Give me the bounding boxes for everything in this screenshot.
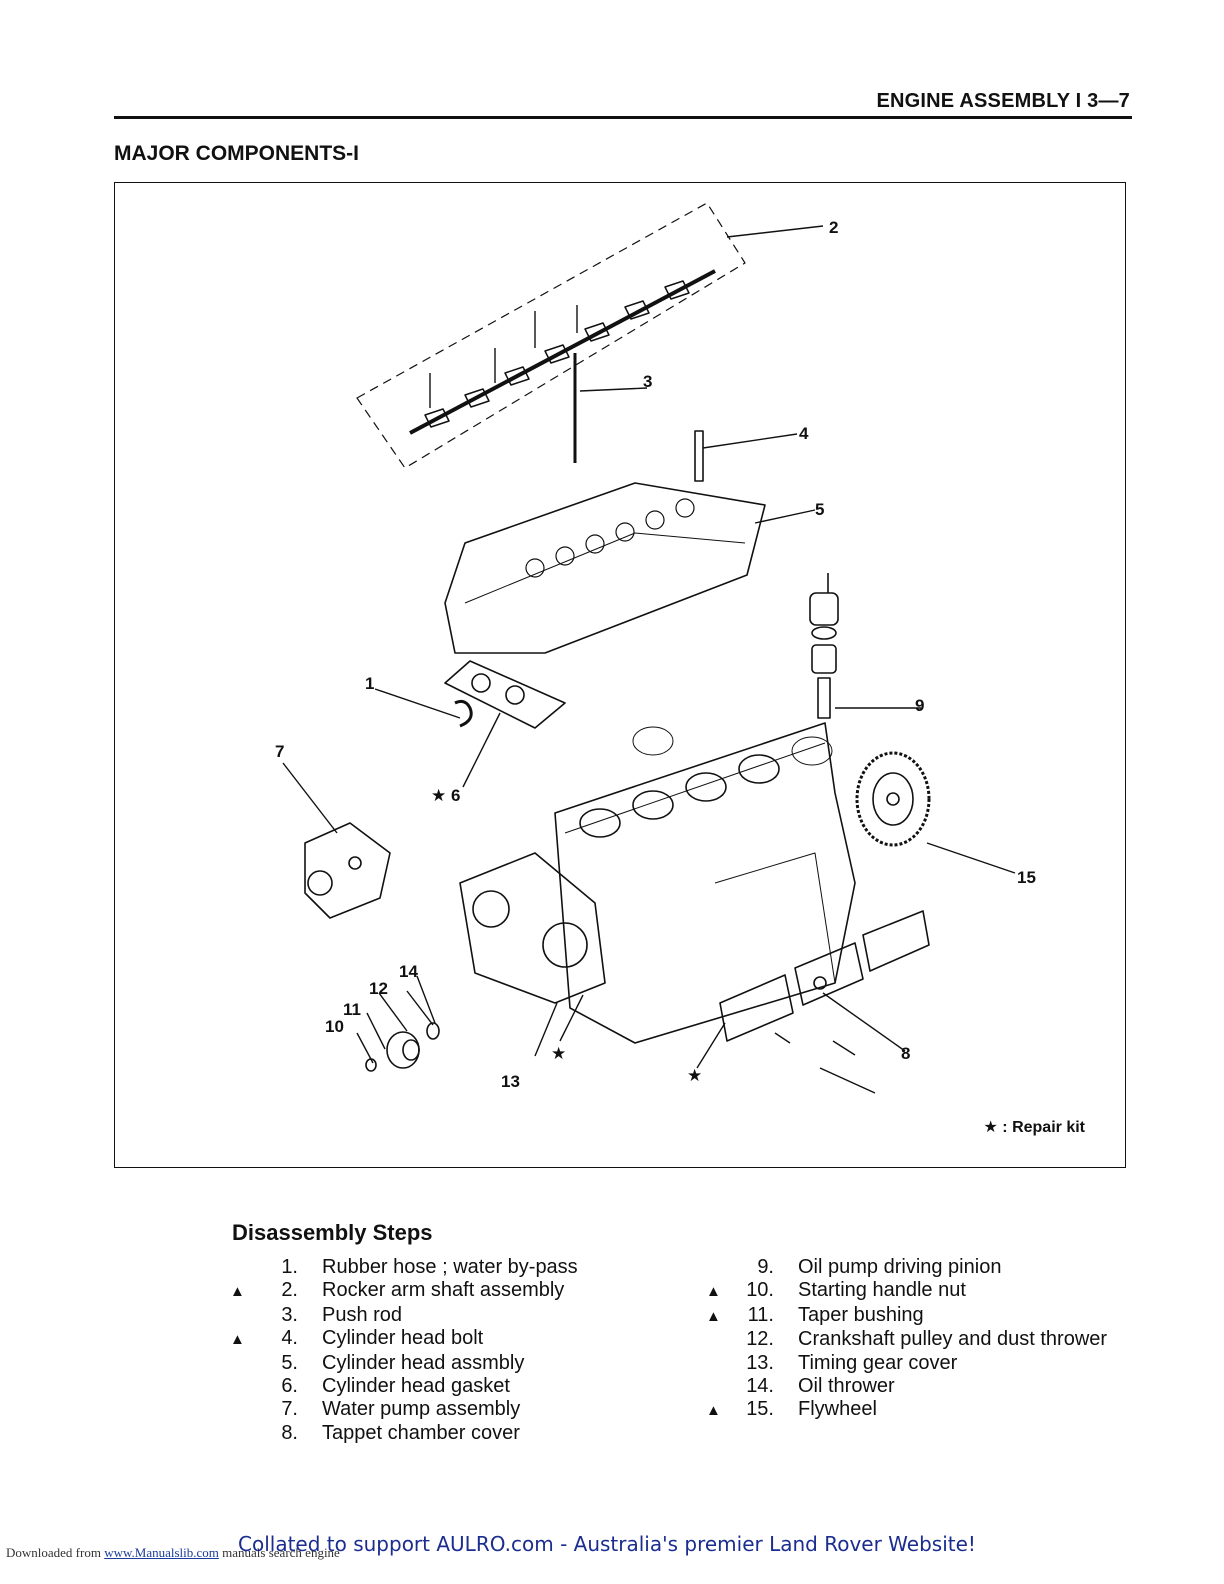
step-item: 1.Rubber hose ; water by-pass [281, 1256, 578, 1278]
disassembly-steps-title: Disassembly Steps [232, 1220, 433, 1245]
callout-14: 14 [399, 962, 418, 981]
rubber-hose [454, 699, 473, 728]
callout-2: 2 [829, 218, 839, 237]
header-rule [114, 116, 1132, 119]
timing-gear-cover [459, 852, 606, 1004]
callout-12: 12 [369, 979, 388, 998]
tappet-chamber-covers [719, 910, 930, 1042]
callout-3: 3 [643, 372, 653, 391]
crankshaft-pulley [365, 1022, 440, 1072]
cylinder-head [444, 482, 766, 654]
tappet-cover-bolts [774, 1032, 876, 1094]
steps-left-column: 1.Rubber hose ; water by-pass ▲2.Rocker … [230, 1256, 578, 1445]
cylinder-block [554, 722, 856, 1044]
cylinder-head-bolt [694, 430, 704, 482]
leader-lines [282, 225, 1016, 1069]
step-item: 3.Push rod [281, 1303, 403, 1326]
callout-7: 7 [275, 742, 285, 761]
steps-right-column: 9.Oil pump driving pinion ▲10.Starting h… [706, 1256, 1107, 1423]
callout-13: 13 [501, 1072, 520, 1091]
collated-note: Collated to support AULRO.com - Australi… [238, 1532, 976, 1556]
flywheel [855, 751, 931, 847]
callout-15: 15 [1017, 868, 1036, 887]
step-item: ▲2.Rocker arm shaft assembly [230, 1279, 565, 1302]
callout-4: 4 [799, 424, 809, 443]
valve-springs [525, 498, 695, 578]
step-item: 7.Water pump assembly [281, 1398, 521, 1421]
manualslib-link[interactable]: www.Manualslib.com [104, 1545, 219, 1560]
callout-1: 1 [365, 674, 375, 693]
rocker-bolts [429, 305, 578, 408]
step-item: ▲15.Flywheel [706, 1398, 877, 1421]
step-item: 12.Crankshaft pulley and dust thrower [746, 1328, 1108, 1351]
step-item: 13.Timing gear cover [746, 1351, 958, 1374]
rocker-shaft [409, 269, 716, 435]
exploded-view-figure: 2 3 4 5 1 7 ★ 6 9 15 14 12 11 10 13 ★ ★ … [114, 182, 1126, 1168]
callout-9: 9 [915, 696, 925, 715]
water-pump [304, 822, 391, 919]
callout-6: ★ 6 [431, 786, 461, 805]
step-item: 5.Cylinder head assmbly [281, 1351, 525, 1374]
callout-5: 5 [815, 500, 825, 519]
step-item: ▲4.Cylinder head bolt [230, 1327, 484, 1350]
repair-kit-note: ★ : Repair kit [983, 1119, 1085, 1136]
step-item: ▲11.Taper bushing [706, 1303, 924, 1326]
download-source-footer: Downloaded from www.Manualslib.com manua… [6, 1545, 340, 1560]
step-item: ▲10.Starting handle nut [706, 1279, 966, 1302]
step-item: 8.Tappet chamber cover [281, 1421, 520, 1444]
section-title: MAJOR COMPONENTS-I [114, 142, 360, 165]
engine-exploded-drawing [282, 202, 1016, 1094]
rocker-arms [424, 280, 690, 428]
callout-star-a: ★ [551, 1044, 567, 1063]
callout-8: 8 [901, 1044, 911, 1063]
callout-11: 11 [343, 1000, 361, 1019]
rocker-arm-enclosure [356, 202, 746, 469]
step-item: 14.Oil thrower [746, 1375, 895, 1398]
callout-star-b: ★ [687, 1066, 703, 1085]
running-title: ENGINE ASSEMBLY I 3—7 [876, 90, 1130, 112]
callout-10: 10 [325, 1017, 344, 1036]
step-item: 9.Oil pump driving pinion [757, 1256, 1002, 1278]
step-item: 6.Cylinder head gasket [281, 1375, 510, 1398]
oil-pump-pinion [809, 573, 839, 719]
head-gasket [444, 660, 566, 729]
